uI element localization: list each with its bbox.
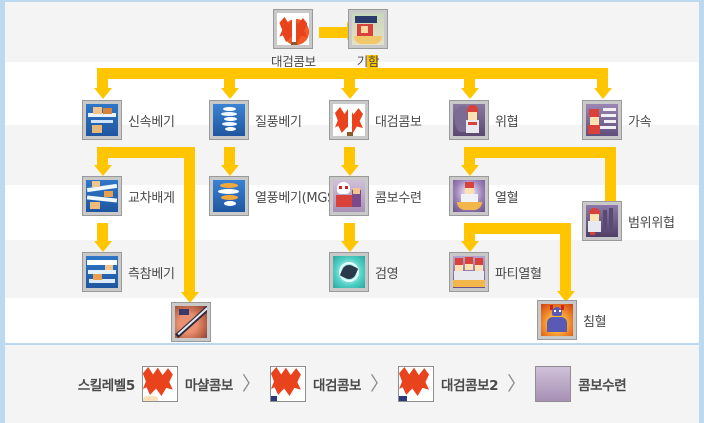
connector-threat-branch-h	[464, 147, 616, 158]
skill-node-hot-wind-slash-label: 열풍베기(MGS)	[255, 190, 340, 206]
skill-node-area-threat-label: 범위위협	[628, 215, 675, 231]
skill-node-side-slash-label: 측참베기	[128, 266, 175, 282]
chevron-right-icon: 〉	[370, 372, 390, 395]
skill-node-cross-slash-label: 교차배게	[128, 190, 175, 206]
connector-drop-col3	[344, 68, 355, 90]
skill-node-blood-sink-label: 침혈	[583, 314, 607, 330]
swift-slash-icon	[82, 100, 122, 140]
skill-node-root-label: 대검콤보	[271, 54, 316, 69]
skill-node-gale-slash[interactable]: 질풍베기	[209, 100, 302, 140]
greatsword-combo-icon[interactable]	[269, 366, 306, 402]
skill-node-party-fervor[interactable]: 파티열혈	[449, 252, 542, 292]
cross-slash-icon	[82, 176, 122, 216]
arrowhead-down	[460, 241, 479, 252]
skill-node-blade-shadow-label: 검영	[375, 266, 399, 282]
arrowhead-down	[93, 165, 112, 176]
skill-node-greatsword-combo[interactable]: 대검콤보	[329, 100, 422, 140]
connector-gale-to-hotwind	[224, 147, 235, 167]
connector-trunk-down	[367, 55, 378, 73]
skill-node-fervor[interactable]: 열혈	[449, 176, 519, 216]
greatsword-combo-icon	[329, 100, 369, 140]
arrowhead-down	[340, 88, 359, 99]
chevron-right-icon: 〉	[507, 372, 527, 395]
connector-fervor-branch-v	[560, 223, 571, 293]
skill-node-hot-wind-slash[interactable]: 열풍베기(MGS)	[209, 176, 340, 216]
combo-step-label: 대검콤보2	[441, 378, 499, 394]
hot-wind-slash-icon	[209, 176, 249, 216]
skill-node-party-fervor-label: 파티열혈	[495, 266, 542, 282]
arrowhead-down	[93, 88, 112, 99]
blood-sink-icon	[537, 300, 577, 340]
connector-drop-col4	[464, 68, 475, 90]
connector-drop-col2	[224, 68, 235, 90]
arrowhead-down	[340, 241, 359, 252]
connector-training-to-blade	[344, 223, 355, 243]
connector-gs-to-training	[344, 147, 355, 167]
combo-sequence-bar: 스킬레벨5 마샬콤보 〉 대검콤보 〉 대검콤보2 〉	[5, 343, 699, 423]
arrowhead-down	[593, 88, 612, 99]
skill-node-blood-sink[interactable]: 침혈	[537, 300, 607, 340]
skill-node-blade-shadow[interactable]: 검영	[329, 252, 399, 292]
threat-icon	[449, 100, 489, 140]
arrowhead-down	[340, 165, 359, 176]
skill-node-threat[interactable]: 위협	[449, 100, 519, 140]
skill-node-acceleration-label: 가속	[628, 114, 652, 130]
skill-level-label: 스킬레벨5	[77, 378, 135, 394]
connector-drop-col1	[97, 68, 108, 90]
connector-root-to-flagship	[319, 27, 347, 38]
skill-node-greatsword-combo-label: 대검콤보	[375, 114, 422, 130]
connector-fervor-branch-h	[464, 223, 571, 234]
skill-node-combo-training-label: 콤보수련	[375, 190, 422, 206]
skill-node-combo-training[interactable]: 콤보수련	[329, 176, 422, 216]
skill-node-gale-slash-label: 질풍베기	[255, 114, 302, 130]
skill-node-swift-slash-label: 신속베기	[128, 114, 175, 130]
arrowhead-down	[93, 241, 112, 252]
barrier-slash-icon	[171, 302, 212, 342]
combo-training-icon[interactable]	[535, 366, 572, 402]
connector-swift-branch-h	[97, 147, 195, 158]
greatsword-combo2-icon[interactable]	[398, 366, 435, 402]
combo-training-icon	[329, 176, 369, 216]
combo-step-label: 대검콤보	[312, 378, 362, 394]
combo-step-label: 마샬콤보	[184, 378, 233, 394]
skill-node-flagship[interactable]: 기함	[348, 9, 388, 70]
arrowhead-down	[460, 165, 479, 176]
arrowhead-down	[180, 292, 199, 303]
connector-swift-branch-v	[184, 147, 195, 294]
skill-node-threat-label: 위협	[495, 114, 519, 130]
skill-node-area-threat[interactable]: 범위위협	[582, 201, 675, 241]
greatsword-combo-icon	[273, 9, 314, 49]
side-slash-icon	[82, 252, 122, 292]
skill-node-cross-slash[interactable]: 교차배게	[82, 176, 175, 216]
arrowhead-down	[220, 88, 239, 99]
arrowhead-down	[460, 88, 479, 99]
arrowhead-down	[556, 291, 575, 302]
connector-threat-branch-v	[605, 147, 616, 203]
area-threat-icon	[582, 201, 622, 241]
party-fervor-icon	[449, 252, 489, 292]
skill-node-side-slash[interactable]: 측참베기	[82, 252, 175, 292]
gale-slash-icon	[209, 100, 249, 140]
fervor-icon	[449, 176, 489, 216]
blade-shadow-icon	[329, 252, 369, 292]
flagship-icon	[348, 9, 388, 49]
skill-node-acceleration[interactable]: 가속	[582, 100, 652, 140]
skill-node-fervor-label: 열혈	[495, 190, 519, 206]
chevron-right-icon: 〉	[241, 372, 261, 395]
skill-node-swift-slash[interactable]: 신속베기	[82, 100, 175, 140]
arrowhead-down	[220, 165, 239, 176]
acceleration-icon	[582, 100, 622, 140]
skill-node-root[interactable]: 대검콤보	[271, 9, 316, 70]
skill-node-flagship-label: 기함	[356, 54, 380, 69]
martial-combo-icon[interactable]	[141, 366, 178, 402]
connector-drop-col5	[597, 68, 608, 90]
connector-cross-to-side	[97, 223, 108, 243]
combo-step-label: 콤보수련	[578, 378, 627, 394]
